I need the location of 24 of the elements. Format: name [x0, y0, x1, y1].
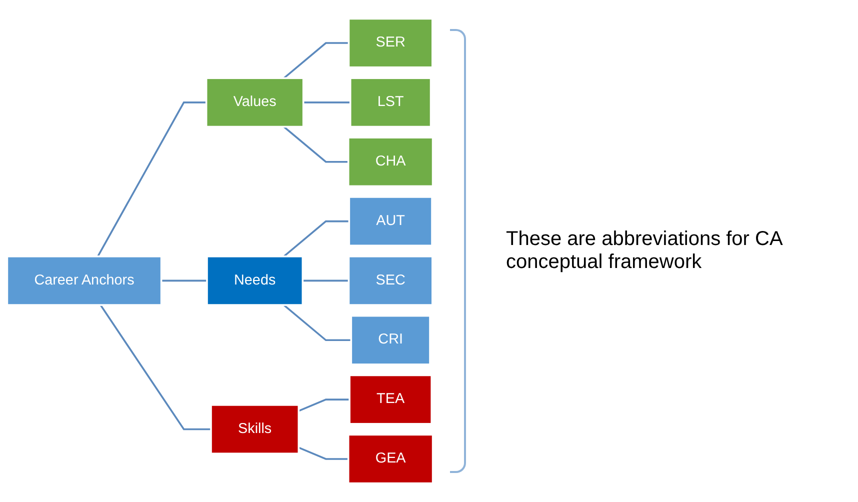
node-box: SER	[348, 18, 434, 68]
node-box: LST	[349, 77, 432, 128]
note-text: These are abbreviations for CA conceptual framework	[506, 228, 784, 274]
node-box: Career Anchors	[6, 256, 162, 306]
node-box: Values	[205, 77, 304, 128]
connector	[161, 280, 207, 282]
node-box: AUT	[348, 196, 433, 246]
connector	[283, 220, 350, 258]
node-box: GEA	[347, 434, 434, 484]
connector	[303, 102, 350, 104]
connector	[302, 280, 349, 282]
node-box: CHA	[347, 136, 434, 188]
connector	[283, 126, 348, 163]
connector	[283, 304, 352, 342]
connector	[298, 398, 350, 412]
connector	[283, 42, 349, 79]
connector	[298, 446, 348, 460]
node-box: TEA	[348, 374, 432, 425]
node-box: Needs	[206, 256, 304, 306]
connector	[97, 102, 206, 257]
node-box: Skills	[210, 404, 300, 454]
node-box: CRI	[350, 314, 431, 366]
connector	[100, 304, 211, 430]
node-box: SEC	[348, 256, 434, 306]
